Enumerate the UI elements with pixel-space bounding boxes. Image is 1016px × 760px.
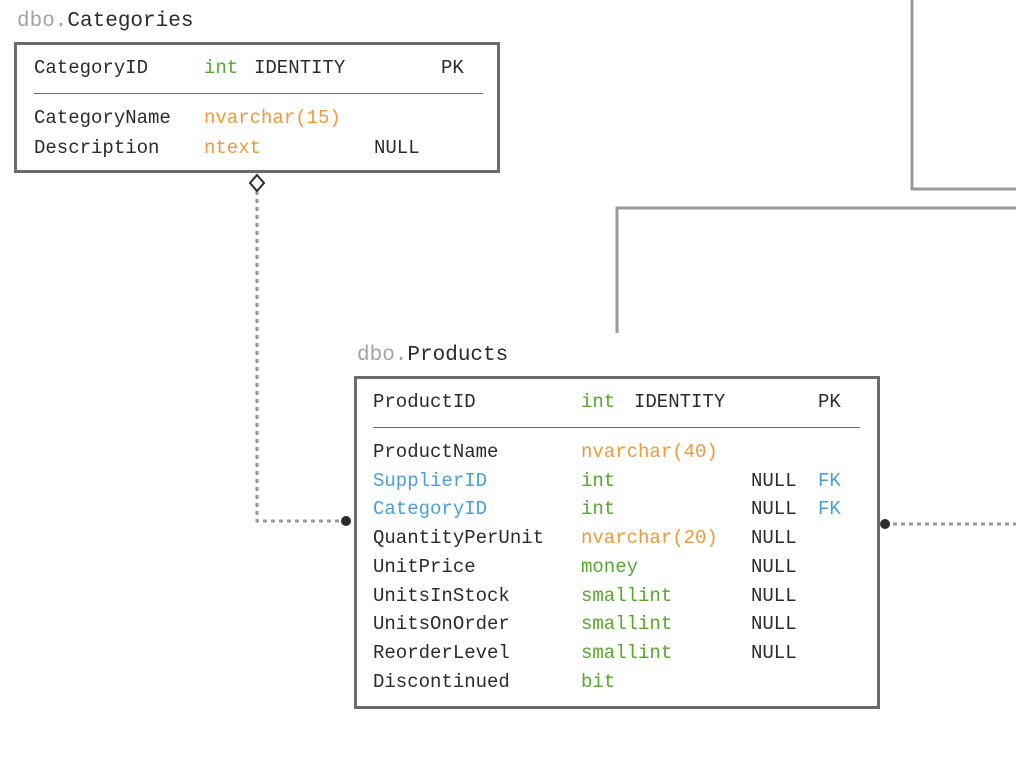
table-name: Categories (67, 10, 194, 33)
column-name: Discontinued (373, 670, 510, 693)
fk-badge: FK (818, 469, 841, 492)
table-title-products: dbo.Products (357, 344, 508, 368)
column-name: CategoryID (34, 57, 149, 79)
column-name: UnitPrice (373, 555, 476, 578)
null-flag: NULL (374, 137, 420, 159)
column-type: ntext (204, 137, 262, 159)
fk-badge: FK (818, 498, 841, 521)
column-row[interactable]: CategoryID int IDENTITY PK (17, 56, 497, 80)
schema-prefix: dbo. (357, 344, 408, 367)
null-flag: NULL (751, 641, 797, 664)
pk-badge: PK (818, 391, 841, 413)
offscreen-table-border-upper (910, 0, 1016, 191)
column-type: int (204, 57, 239, 79)
column-name: SupplierID (373, 469, 488, 492)
relationship-line-categories-products (255, 191, 346, 523)
column-type: money (581, 555, 639, 578)
column-row[interactable]: UnitPrice money NULL (357, 555, 877, 579)
column-row[interactable]: QuantityPerUnit nvarchar(20) NULL (357, 526, 877, 550)
column-name: ProductName (373, 441, 499, 463)
column-name: UnitsInStock (373, 584, 510, 607)
table-title-categories: dbo.Categories (17, 10, 193, 34)
column-name: ReorderLevel (373, 641, 510, 664)
column-type: int (581, 469, 616, 492)
pk-divider (34, 93, 483, 94)
null-flag: NULL (751, 527, 797, 550)
null-flag: NULL (751, 498, 797, 521)
column-row[interactable]: ProductID int IDENTITY PK (357, 390, 877, 414)
table-categories[interactable]: CategoryID int IDENTITY PK CategoryName nvarc… (14, 42, 500, 173)
column-row[interactable]: CategoryID int NULL FK (357, 497, 877, 521)
column-name: Description (34, 137, 160, 159)
relationship-endpoint-dot (341, 516, 351, 526)
column-row[interactable]: UnitsInStock smallint NULL (357, 584, 877, 608)
column-row[interactable]: UnitsOnOrder smallint NULL (357, 612, 877, 636)
column-type: smallint (581, 641, 673, 664)
column-name: CategoryID (373, 498, 488, 521)
column-row[interactable]: CategoryName nvarchar(15) (17, 106, 497, 130)
schema-prefix: dbo. (17, 10, 68, 33)
column-name: CategoryName (34, 107, 171, 129)
offscreen-table-border-lower (615, 206, 1016, 333)
null-flag: NULL (751, 555, 797, 578)
column-row[interactable]: ProductName nvarchar(40) (357, 440, 877, 464)
table-name: Products (407, 344, 509, 367)
column-row[interactable]: ReorderLevel smallint NULL (357, 641, 877, 665)
identity-flag: IDENTITY (254, 57, 346, 79)
column-row[interactable]: Description ntext NULL (17, 136, 497, 160)
null-flag: NULL (751, 469, 797, 492)
pk-divider (373, 427, 860, 428)
column-type: nvarchar(15) (204, 107, 341, 129)
column-type: nvarchar(20) (581, 527, 718, 550)
null-flag: NULL (751, 584, 797, 607)
table-products[interactable]: ProductID int IDENTITY PK ProductName nvarcha… (354, 376, 880, 709)
null-flag: NULL (751, 613, 797, 636)
column-name: QuantityPerUnit (373, 527, 545, 550)
column-type: bit (581, 670, 616, 693)
column-type: int (581, 391, 616, 413)
relationship-endpoint-dot (880, 519, 890, 529)
relationship-endpoint-diamond (248, 173, 266, 193)
column-type: smallint (581, 584, 673, 607)
column-type: smallint (581, 613, 673, 636)
column-row[interactable]: SupplierID int NULL FK (357, 469, 877, 493)
column-row[interactable]: Discontinued bit (357, 670, 877, 694)
column-name: ProductID (373, 391, 476, 413)
pk-badge: PK (441, 57, 464, 79)
column-type: int (581, 498, 616, 521)
column-name: UnitsOnOrder (373, 613, 510, 636)
identity-flag: IDENTITY (634, 391, 726, 413)
column-type: nvarchar(40) (581, 441, 718, 463)
